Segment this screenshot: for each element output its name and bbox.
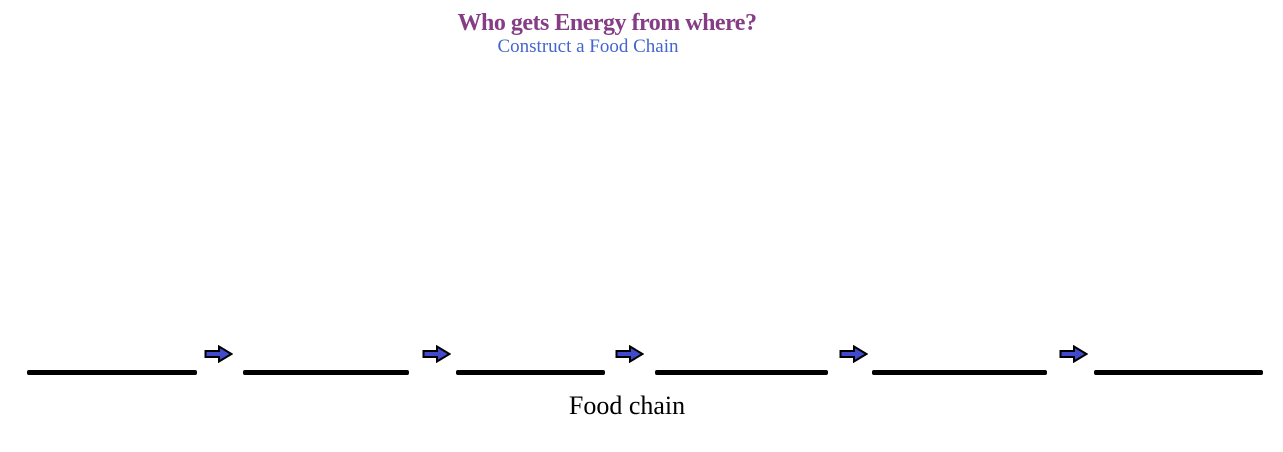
- right-arrow-icon: [422, 345, 451, 363]
- page-title: Who gets Energy from where?: [457, 10, 757, 36]
- right-arrow-icon: [1059, 345, 1088, 363]
- right-arrow-icon: [204, 345, 233, 363]
- food-chain-blank-6[interactable]: [1094, 370, 1263, 375]
- right-arrow-icon: [839, 345, 868, 363]
- right-arrow-icon: [615, 345, 644, 363]
- food-chain-blank-5[interactable]: [872, 370, 1047, 375]
- food-chain-blank-3[interactable]: [456, 370, 605, 375]
- food-chain-blank-1[interactable]: [27, 370, 197, 375]
- food-chain-blank-2[interactable]: [243, 370, 409, 375]
- food-chain-blank-4[interactable]: [655, 370, 828, 375]
- food-chain-label: Food chain: [568, 391, 686, 420]
- page-subtitle: Construct a Food Chain: [497, 36, 679, 57]
